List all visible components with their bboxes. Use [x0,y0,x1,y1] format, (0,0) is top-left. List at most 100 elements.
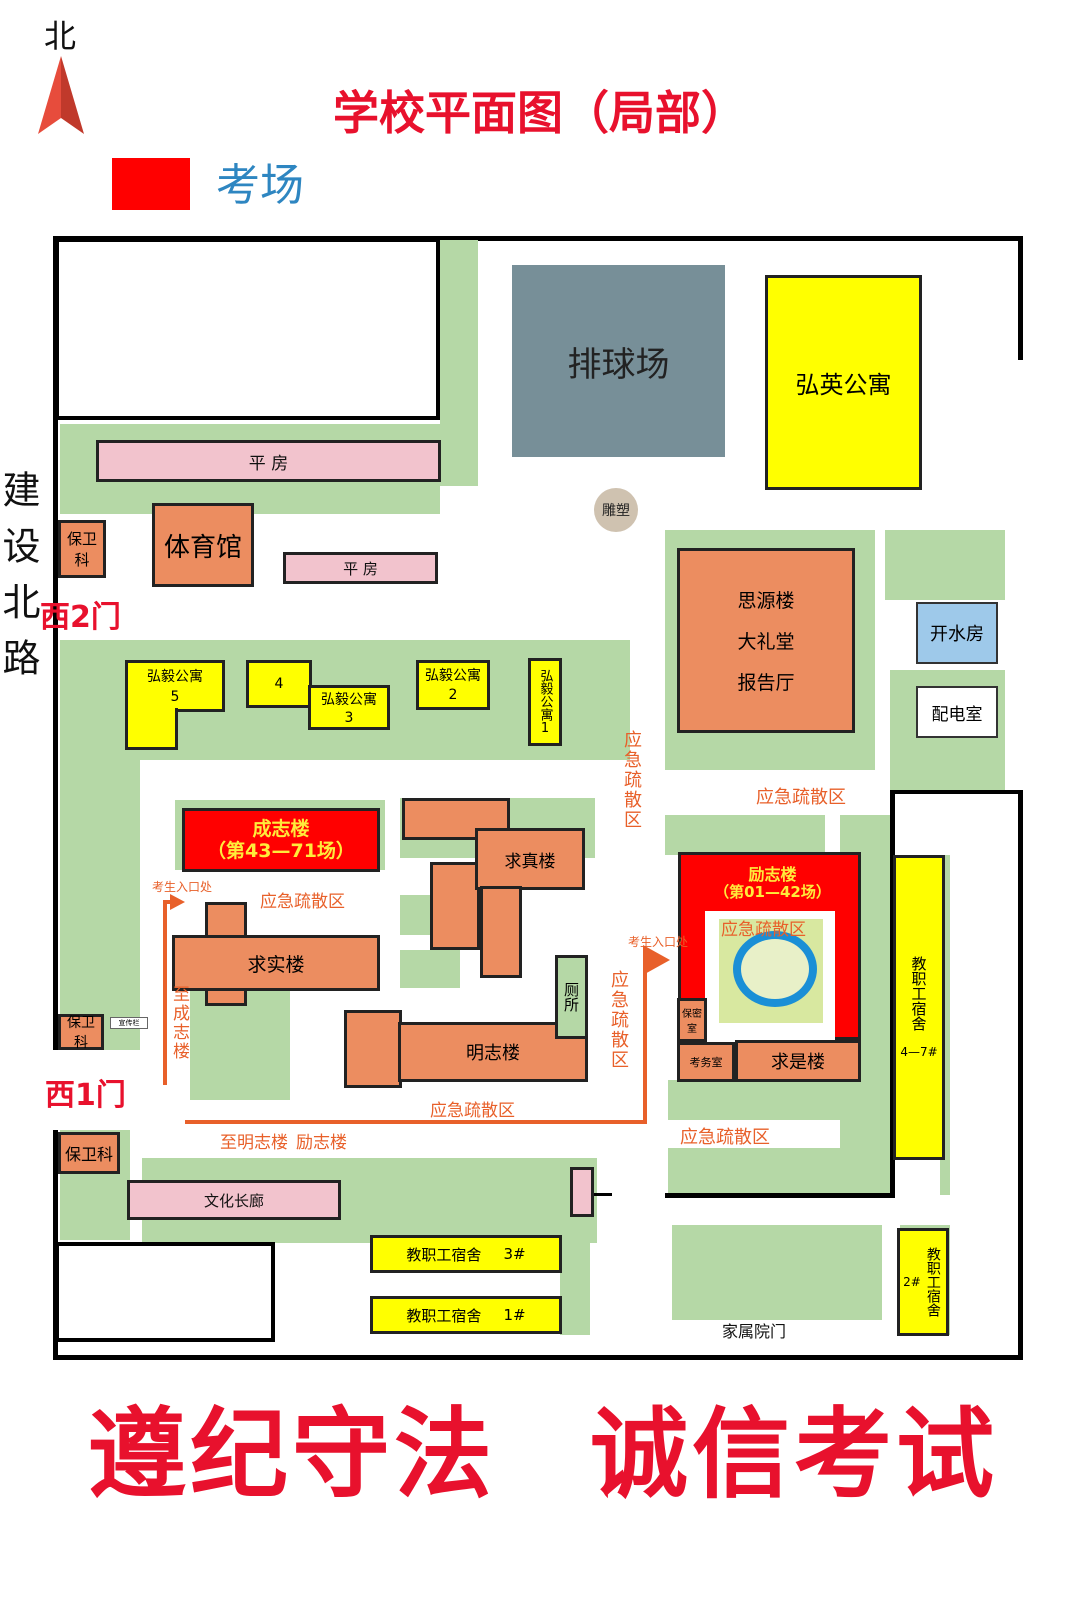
empty-lot [55,238,440,420]
staff-dorm-2: 2# 教职工宿舍 [897,1228,949,1336]
empty-lot-bottom [55,1242,275,1342]
siyuan-building: 思源楼 大礼堂 报告厅 [677,548,855,733]
hongyi-3-name: 弘毅公寓 [321,692,377,708]
evac-label-south: 应急疏散区 [680,1127,770,1148]
wall-divider [590,1193,612,1196]
staff-dorm-1: 教职工宿舍 1# [370,1296,562,1334]
wall-divider [665,1193,895,1198]
culture-corridor: 文化长廊 [127,1180,341,1220]
staff-dorm-2-name: 教职工宿舍 [924,1247,941,1317]
green-area [668,1148,840,1193]
west2-gate-label: 西2门 [40,600,121,635]
hongyi-4: 4 [246,660,312,708]
green-area [665,815,825,855]
staff-dorm-4-7-name: 教职工宿舍 [909,956,928,1031]
sculpture: 雕塑 [594,488,638,532]
hongying-apartment: 弘英公寓 [765,275,922,490]
gymnasium: 体育馆 [152,503,254,587]
hongyi-3-number: 3 [344,710,354,726]
staff-dorm-4-7: 教职工宿舍 4—7# [893,855,945,1160]
wall-divider [890,790,1020,794]
evac-label-vertical-1: 应急疏散区 [621,730,642,830]
auditorium-name: 大礼堂 [737,631,795,653]
hongyi-5: 弘毅公寓 5 [125,660,225,712]
evac-label-courtyard: 应急疏散区 [721,920,806,940]
pond [733,931,817,1007]
qiuzhen-building: 求真楼 [475,828,585,890]
qiuzhen-wing [480,886,522,978]
to-chengzhi-label: 至成志楼 [169,985,189,1061]
toilet: 厕所 [555,955,588,1039]
evac-label-chengzhi: 应急疏散区 [260,892,345,912]
north-arrow-icon [38,56,84,134]
slogan-right: 诚信考试 [590,1398,999,1512]
staff-dorm-3-name: 教职工宿舍 [406,1245,482,1264]
green-area [940,855,950,1195]
road-label: 建设北路 [0,470,40,694]
pingfang-long: 平 房 [96,440,441,482]
slogan-left: 遵纪守法 [88,1398,497,1512]
west1-gate-label: 西1门 [45,1078,126,1113]
evac-label-siyuan: 应急疏散区 [756,787,846,808]
security-office-south: 保卫科 [58,1132,120,1174]
hongyi-2-name: 弘毅公寓 [425,668,481,684]
entrance-label-west: 考生入口处 [152,880,213,894]
north-label: 北 [43,17,76,55]
qiushi-hall: 求是楼 [735,1040,861,1082]
staff-dorm-3: 教职工宿舍 3# [370,1235,562,1273]
lizhi-rooms: （第01—42场） [714,883,831,901]
wall-divider [890,790,895,1195]
green-area [560,1235,590,1335]
hongyi-5-name: 弘毅公寓 [147,669,203,685]
qiushi-building: 求实楼 [172,935,380,991]
chengzhi-building: 成志楼 （第43—71场） [182,808,380,872]
pingfang-short: 平 房 [283,552,438,584]
chengzhi-rooms: （第43—71场） [207,840,355,862]
family-gate-label: 家属院门 [722,1322,787,1341]
power-room: 配电室 [916,686,998,738]
green-area [668,1080,840,1120]
volleyball-court: 排球场 [512,265,725,457]
legend-label: 考场 [216,160,304,211]
confidential-room: 保密室 [677,998,707,1042]
wall-top [53,236,1023,241]
wall-left-mid [53,640,58,1050]
staff-dorm-4-7-number: 4—7# [900,1045,938,1059]
hongyi-2: 弘毅公寓 2 [416,660,490,710]
green-area [885,530,1005,600]
wall-left-top [53,236,58,641]
green-area [60,750,140,1050]
green-area [440,240,478,486]
green-area [400,950,460,988]
hongyi-3: 弘毅公寓 3 [308,685,390,730]
siyuan-name: 思源楼 [737,590,795,612]
notice-board: 宣传栏 [110,1017,148,1029]
hongyi-5-number: 5 [170,689,180,705]
hongyi-2-number: 2 [448,687,458,703]
to-lizhi-label: 励志楼 [296,1133,347,1153]
evac-label-vertical-2: 应急疏散区 [608,970,629,1070]
security-office-north: 保卫科 [58,520,106,578]
qiuzhen-wing [430,862,480,950]
staff-dorm-1-number: 1# [503,1306,526,1324]
lecture-hall-name: 报告厅 [737,672,795,694]
security-office-west1: 保卫科 [58,1014,104,1051]
staff-dorm-3-number: 3# [503,1245,526,1263]
wall-right-lower [1018,790,1023,1360]
evac-label-mingzhi: 应急疏散区 [430,1101,515,1121]
map-title: 学校平面图（局部） [333,86,747,140]
small-pavilion [570,1167,594,1217]
wall-bottom [53,1355,1023,1360]
staff-dorm-1-name: 教职工宿舍 [406,1306,482,1325]
boiler-room: 开水房 [916,602,998,664]
green-area [672,1225,882,1320]
lizhi-name: 励志楼 [748,865,797,884]
to-mingzhi-label: 至明志楼 [220,1133,288,1153]
green-area [190,990,290,1100]
staff-dorm-2-number: 2# [903,1275,921,1289]
chengzhi-name: 成志楼 [252,818,310,840]
lizhi-building: 励志楼 （第01—42场） 应急疏散区 [678,852,861,1041]
wall-right [1018,236,1023,360]
exam-affairs-room: 考务室 [677,1042,735,1082]
